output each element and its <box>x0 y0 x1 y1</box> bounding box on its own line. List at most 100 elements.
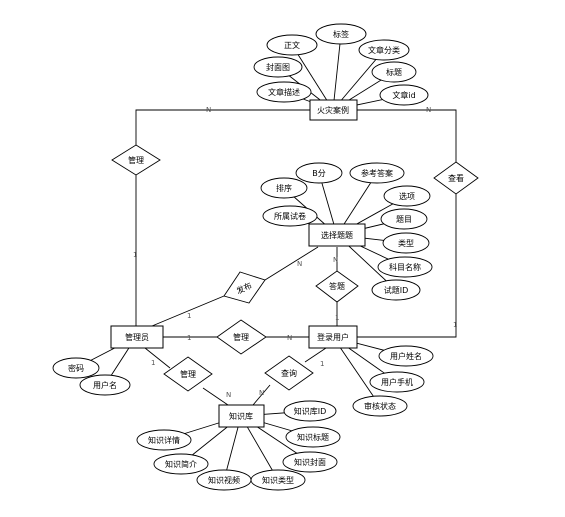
svg-text:用户手机: 用户手机 <box>381 377 413 387</box>
svg-text:知识简介: 知识简介 <box>165 459 197 469</box>
attribute-fire-case-cover: 封面图 <box>253 56 303 78</box>
svg-text:知识视频: 知识视频 <box>208 475 240 485</box>
attribute-exercise-question: 题目 <box>380 208 428 230</box>
svg-text:标签: 标签 <box>333 29 349 39</box>
attribute-fire-case-description: 文章描述 <box>256 81 312 103</box>
cardinality-label: 1 <box>335 314 339 322</box>
svg-text:文章分类: 文章分类 <box>368 45 400 55</box>
attribute-exercise-answer: 参考答案 <box>349 162 405 184</box>
cardinality-label: N <box>206 106 211 114</box>
attribute-exercise-sort: 排序 <box>260 177 308 199</box>
cardinality-label: N <box>297 260 302 268</box>
svg-text:知识库ID: 知识库ID <box>294 406 327 416</box>
relationship-publish: 发布 <box>223 271 266 304</box>
attribute-knowledge-intro: 知识简介 <box>153 453 209 475</box>
svg-text:用户名: 用户名 <box>93 380 117 390</box>
relationship-label: 管理 <box>128 155 144 165</box>
entity-fire-case: 火灾案例 <box>309 99 358 121</box>
svg-text:审核状态: 审核状态 <box>364 401 396 411</box>
attribute-exercise-options: 选项 <box>383 185 431 207</box>
relationship-manage-knowledge: 管理 <box>163 356 213 392</box>
attribute-admin-password: 密码 <box>52 357 100 379</box>
svg-text:用户姓名: 用户姓名 <box>390 351 422 361</box>
attribute-knowledge-video: 知识视频 <box>196 469 252 491</box>
entity-label: 选择题题 <box>321 230 353 240</box>
svg-text:知识类型: 知识类型 <box>262 475 294 485</box>
svg-text:科目名称: 科目名称 <box>389 262 421 272</box>
svg-text:所属试卷: 所属试卷 <box>274 211 306 221</box>
connector <box>357 109 457 162</box>
connector <box>202 387 229 406</box>
cardinality-label: 1 <box>133 251 137 259</box>
attribute-exercise-id: 试题ID <box>371 279 421 301</box>
svg-text:封面图: 封面图 <box>266 62 290 72</box>
relationship-label: 管理 <box>180 369 196 379</box>
entity-label: 登录用户 <box>317 332 349 342</box>
attribute-user-review-status: 审核状态 <box>352 395 408 417</box>
entity-knowledge: 知识库 <box>218 404 265 428</box>
relationship-label: 答题 <box>329 281 345 291</box>
connector <box>264 246 319 281</box>
cardinality-label: 1 <box>151 359 155 367</box>
attribute-fire-case-title: 标题 <box>371 61 417 83</box>
attribute-fire-case-id: 文章id <box>379 84 429 106</box>
attribute-exercise-type: 类型 <box>382 232 430 254</box>
cardinality-label: N <box>287 334 292 342</box>
relationship-manage-case: 管理 <box>111 144 161 176</box>
svg-text:标题: 标题 <box>386 67 402 77</box>
relationship-answer: 答题 <box>315 270 359 303</box>
svg-text:密码: 密码 <box>68 363 84 373</box>
cardinality-label: 1 <box>453 321 457 329</box>
svg-text:类型: 类型 <box>398 238 414 248</box>
entity-admin: 管理员 <box>110 325 164 349</box>
attribute-admin-username: 用户名 <box>79 374 131 396</box>
entity-exercise: 选择题题 <box>308 223 366 247</box>
svg-text:知识封面: 知识封面 <box>294 457 326 467</box>
entity-label: 知识库 <box>229 411 253 421</box>
svg-text:正文: 正文 <box>284 40 300 50</box>
svg-text:排序: 排序 <box>276 183 292 193</box>
cardinality-label: 1 <box>187 312 191 320</box>
connector <box>332 33 342 111</box>
cardinality-label: 1 <box>187 334 191 342</box>
entity-label: 管理员 <box>125 332 149 342</box>
cardinality-label: N <box>426 106 431 114</box>
attribute-knowledge-detail: 知识详情 <box>136 429 192 451</box>
svg-text:知识详情: 知识详情 <box>148 435 180 445</box>
connector <box>304 347 327 363</box>
relationship-label: 查询 <box>281 368 297 378</box>
connector <box>252 384 271 406</box>
relationship-label: 管理 <box>233 332 249 342</box>
svg-text:文章id: 文章id <box>392 90 415 100</box>
svg-text:文章描述: 文章描述 <box>268 87 300 97</box>
relationship-view-knowledge: 查询 <box>264 355 314 391</box>
attribute-fire-case-category: 文章分类 <box>358 39 410 61</box>
attribute-user-name: 用户姓名 <box>378 345 434 367</box>
cardinality-label: N <box>226 391 231 399</box>
connector <box>135 109 310 145</box>
connector <box>291 44 334 111</box>
svg-text:试题ID: 试题ID <box>384 285 409 295</box>
relationship-view-case: 查看 <box>433 161 479 195</box>
entity-label: 火灾案例 <box>317 105 349 115</box>
attribute-knowledge-type: 知识类型 <box>250 469 306 491</box>
attribute-fire-case-body: 正文 <box>266 34 318 56</box>
svg-text:参考答案: 参考答案 <box>361 168 393 178</box>
connector <box>151 295 225 327</box>
svg-text:知识标题: 知识标题 <box>297 432 329 442</box>
cardinality-label: N <box>259 389 264 397</box>
relationship-label: 查看 <box>448 173 464 183</box>
attribute-knowledge-title: 知识标题 <box>285 426 341 448</box>
cardinality-label: N <box>333 256 338 264</box>
attribute-exercise-paper: 所属试卷 <box>262 205 318 227</box>
cardinality-label: 1 <box>320 360 324 368</box>
svg-text:选项: 选项 <box>399 191 415 201</box>
attribute-exercise-score: B分 <box>295 162 343 184</box>
attribute-knowledge-cover: 知识封面 <box>282 451 338 473</box>
connector <box>144 347 171 369</box>
svg-text:题目: 题目 <box>396 215 412 224</box>
attribute-knowledge-id: 知识库ID <box>283 400 337 422</box>
connector <box>357 194 457 338</box>
relationship-manage-user: 管理 <box>216 319 267 355</box>
